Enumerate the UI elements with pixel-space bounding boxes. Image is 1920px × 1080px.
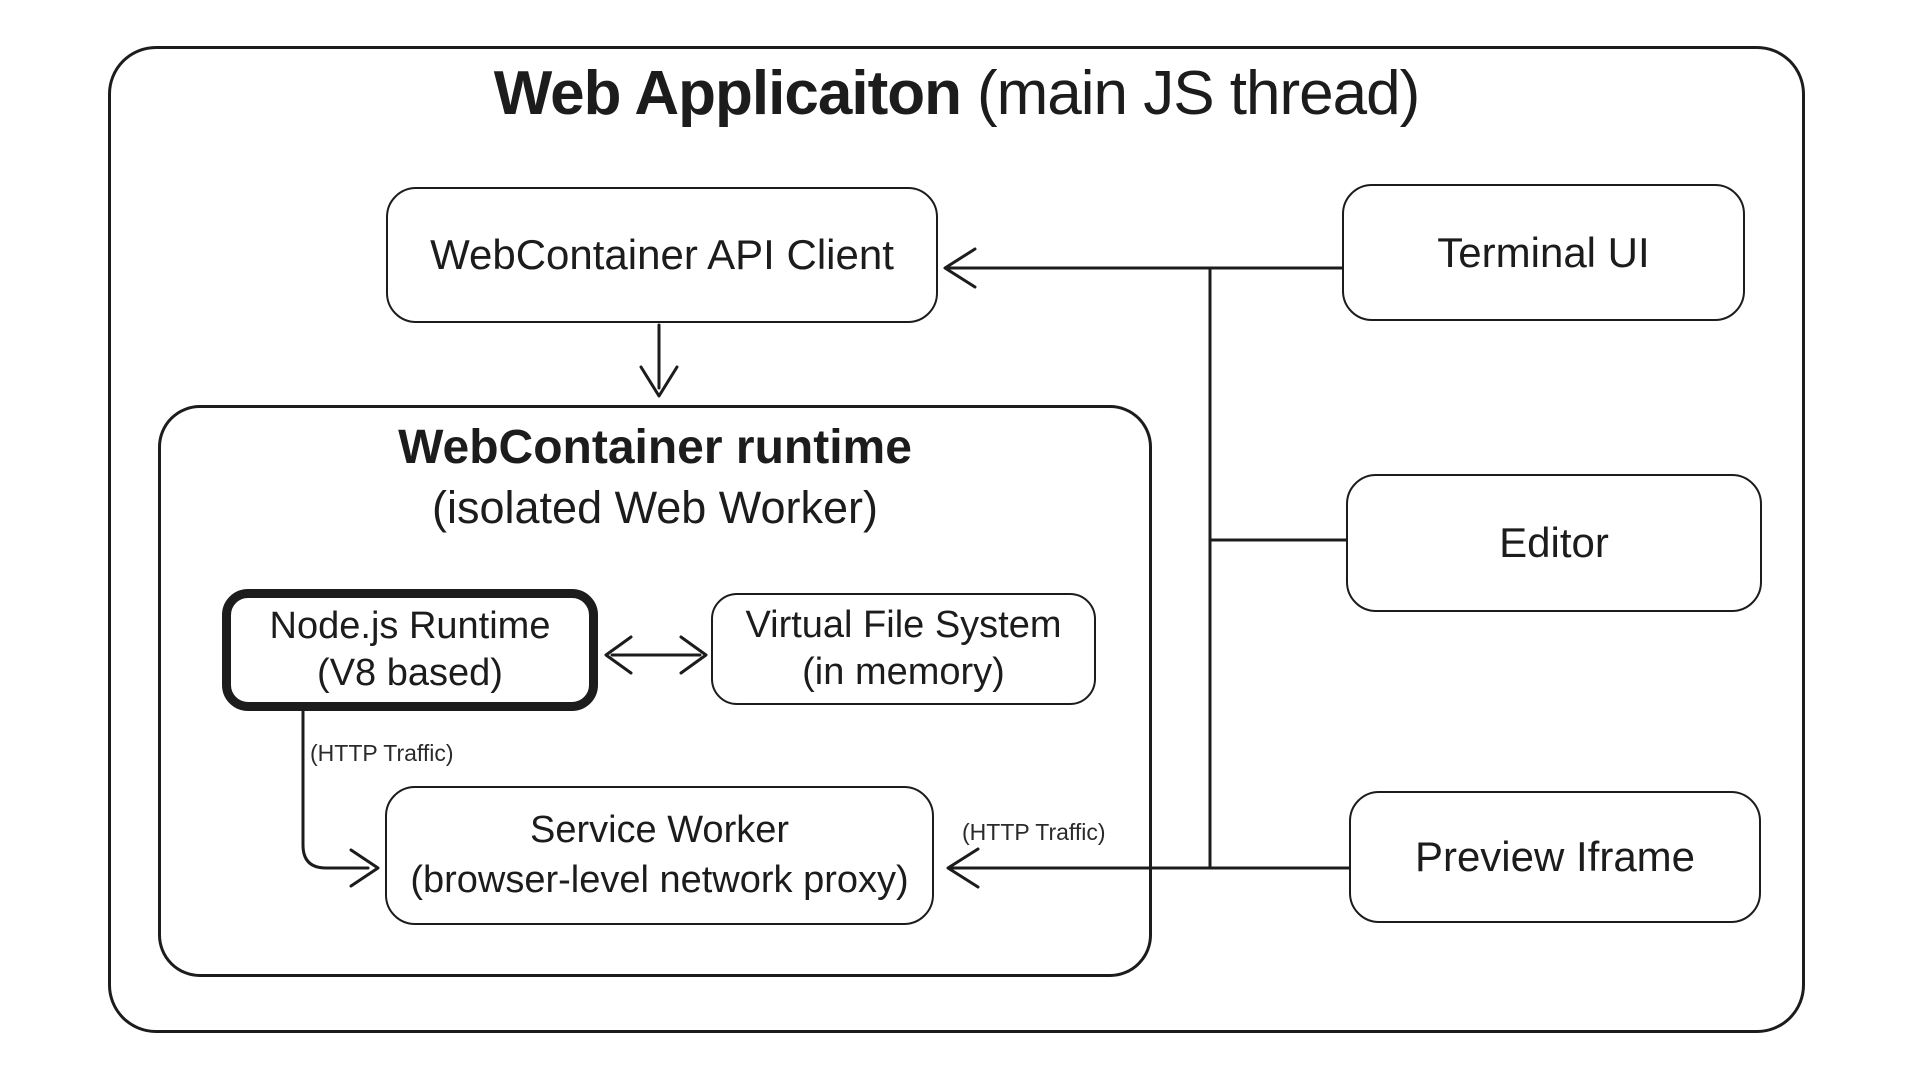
nodejs-runtime-line1: Node.js Runtime [269,604,551,647]
nodejs-runtime-line2: (V8 based) [317,652,503,694]
node-webcontainer-api-client: WebContainer API Client [386,187,938,323]
vfs-line2: (in memory) [802,651,1005,693]
node-virtual-file-system: Virtual File System (in memory) [711,593,1096,705]
node-nodejs-runtime: Node.js Runtime (V8 based) [222,589,598,711]
http-traffic-label-left: (HTTP Traffic) [310,740,454,766]
service-worker-line1: Service Worker [529,809,790,852]
http-traffic-label-right: (HTTP Traffic) [962,819,1106,845]
editor-label: Editor [1499,519,1609,566]
preview-iframe-label: Preview Iframe [1414,833,1696,880]
title-app-name: Web Applicaiton [493,59,962,128]
api-client-label: WebContainer API Client [430,231,894,278]
node-preview-iframe: Preview Iframe [1349,791,1761,923]
title-thread-annotation: (main JS thread) [976,59,1420,128]
vfs-line1: Virtual File System [745,603,1062,646]
service-worker-line2: (browser-level network proxy) [410,858,909,901]
terminal-ui-label: Terminal UI [1437,228,1650,276]
runtime-title: WebContainer runtime [398,421,912,474]
node-terminal-ui: Terminal UI [1342,184,1745,321]
node-editor: Editor [1346,474,1762,612]
runtime-subtitle: (isolated Web Worker) [432,482,878,533]
page-title: Web Applicaiton (main JS thread) [493,59,1421,128]
node-service-worker: Service Worker (browser-level network pr… [385,786,934,925]
